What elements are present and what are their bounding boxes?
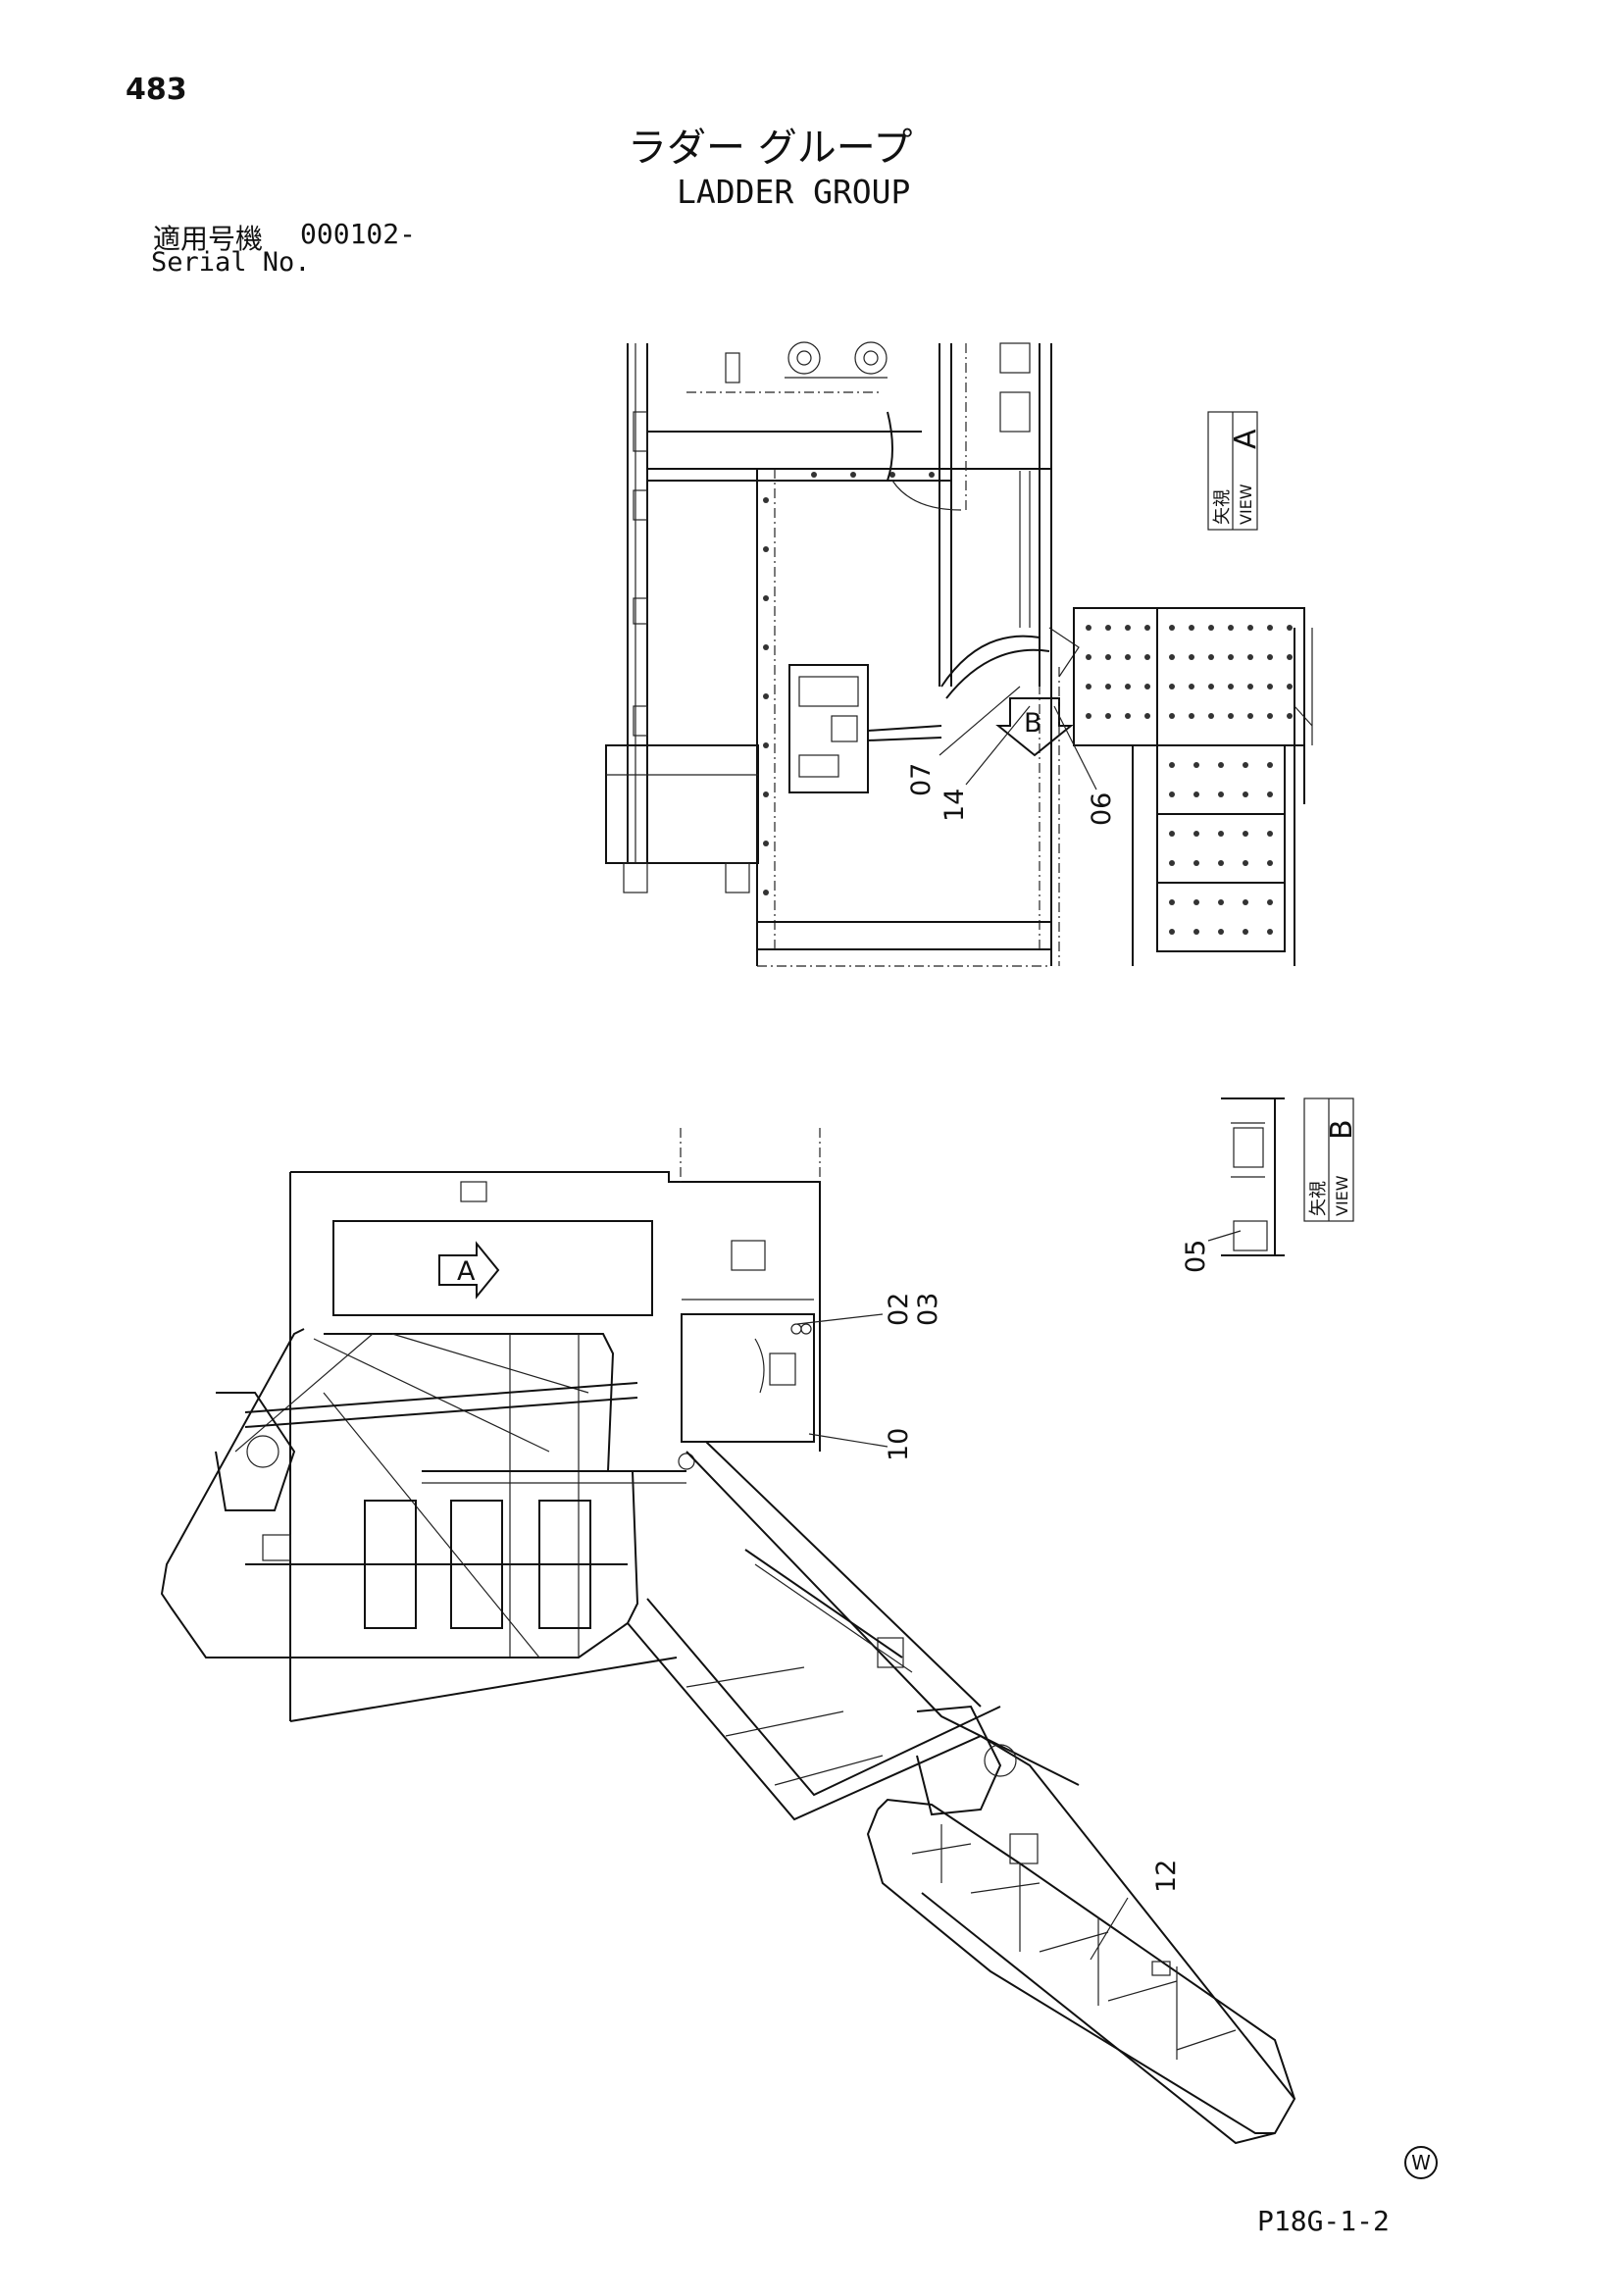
view-b-label: 矢視 VIEW B (1303, 1097, 1359, 1222)
view-b-detail (1207, 1097, 1285, 1256)
callout-07: 07 (906, 763, 937, 796)
title-english: LADDER GROUP (677, 173, 911, 211)
callout-10: 10 (884, 1428, 914, 1461)
serial-label-english: Serial No. (151, 247, 311, 278)
callout-06: 06 (1087, 792, 1117, 826)
callout-05: 05 (1181, 1240, 1211, 1273)
view-a-label: 矢視 VIEW A (1207, 411, 1263, 531)
arrow-mark-b-letter: B (1024, 708, 1042, 739)
page-number: 483 (126, 73, 187, 107)
serial-number-value: 000102- (300, 218, 417, 250)
drawing-code: P18G-1-2 (1257, 2205, 1390, 2237)
view-b-en: VIEW (1333, 1175, 1351, 1216)
callout-14: 14 (939, 789, 970, 822)
upper-frame-view: B (605, 341, 1313, 967)
callout-12: 12 (1151, 1860, 1182, 1893)
view-a-arrow-mark: A (438, 1241, 500, 1300)
lower-ladder-view: A (160, 1128, 1296, 2145)
view-a-en: VIEW (1237, 484, 1255, 525)
view-a-jp: 矢視 (1212, 489, 1233, 525)
callout-03: 03 (913, 1293, 943, 1326)
view-a-letter: A (1229, 429, 1263, 449)
view-b-arrow-mark: B (995, 697, 1074, 757)
w-mark: W (1404, 2146, 1438, 2179)
arrow-mark-a-letter: A (457, 1256, 476, 1287)
view-b-letter: B (1325, 1119, 1359, 1140)
serial-label-japanese: 適用号機 (153, 223, 264, 255)
title-japanese: ラダー グループ (628, 126, 913, 171)
view-b-jp: 矢視 (1308, 1181, 1329, 1216)
callout-02: 02 (884, 1293, 914, 1326)
